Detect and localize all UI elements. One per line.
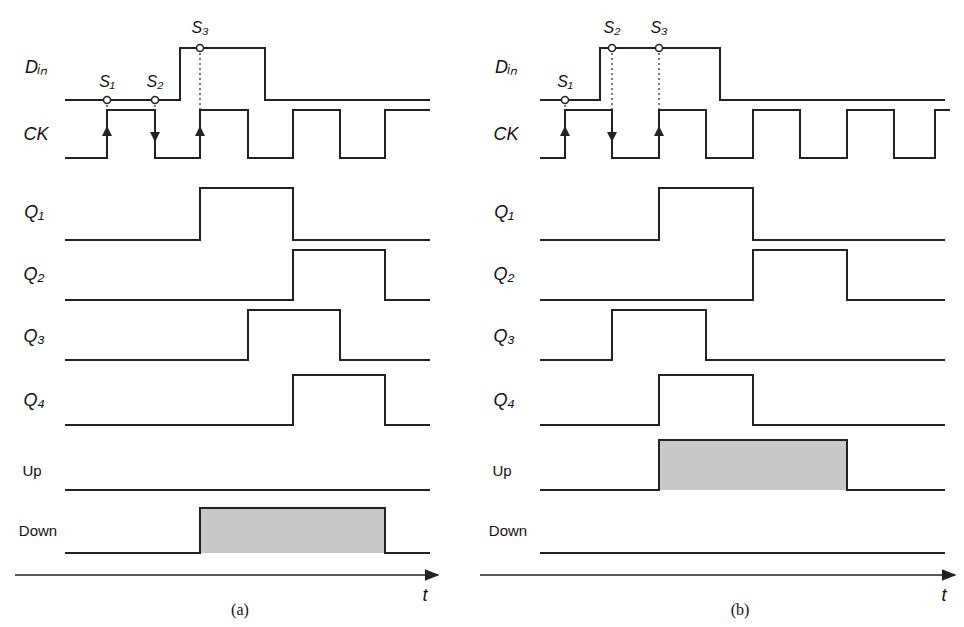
signal-name: Up bbox=[492, 462, 511, 479]
sample-point: S₁ bbox=[557, 73, 573, 91]
signal-name: Q₂ bbox=[24, 264, 45, 285]
panel-label: (b) bbox=[731, 601, 750, 619]
signal-name: Dᵢₙ bbox=[25, 54, 47, 78]
sample-point: S₂ bbox=[604, 19, 621, 37]
sample-point: S₁ bbox=[99, 73, 115, 91]
signal-name: CK bbox=[23, 124, 48, 145]
signal-name: Q₁ bbox=[24, 202, 44, 223]
signal-name: Dᵢₙ bbox=[495, 54, 517, 78]
signal-name: Q₃ bbox=[23, 326, 44, 347]
signal-name: Q₂ bbox=[494, 264, 515, 285]
signal-name: CK bbox=[493, 124, 518, 145]
sample-point: S₂ bbox=[147, 73, 164, 91]
signal-name: Q₁ bbox=[494, 202, 514, 223]
signal-name: Down bbox=[19, 522, 57, 539]
signal-name: Q₄ bbox=[493, 390, 514, 411]
sample-point: S₃ bbox=[191, 19, 208, 37]
sample-point: S₃ bbox=[650, 19, 667, 37]
signal-name: Q₃ bbox=[493, 326, 514, 347]
panel-label: (a) bbox=[231, 601, 249, 619]
axis-label: t bbox=[422, 585, 427, 606]
signal-name: Q₄ bbox=[23, 390, 44, 411]
signal-name: Down bbox=[489, 522, 527, 539]
axis-label: t bbox=[941, 585, 946, 606]
signal-name: Up bbox=[22, 462, 41, 479]
